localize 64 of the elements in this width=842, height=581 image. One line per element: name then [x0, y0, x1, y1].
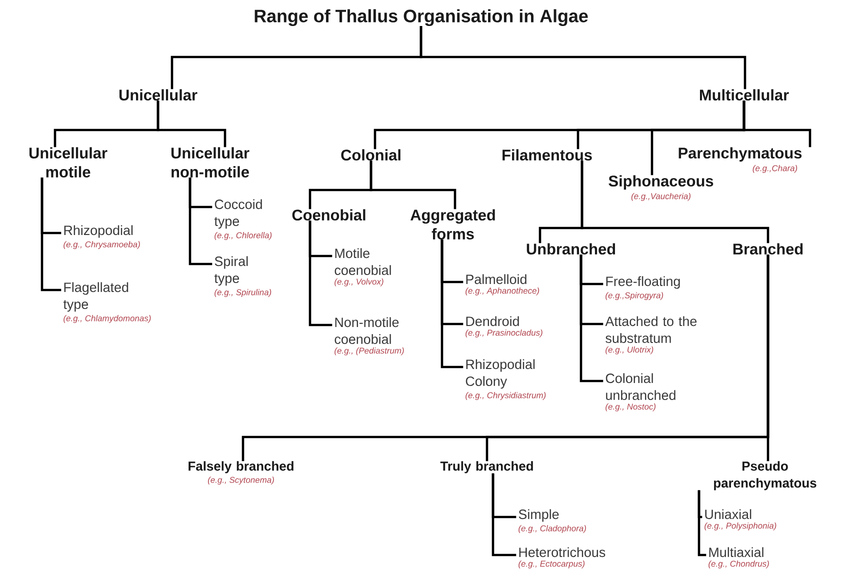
subtype-label: Uniaxial: [705, 509, 752, 520]
connector-line: [40, 178, 62, 292]
example-text: (e.g., Ectocarpus): [518, 560, 585, 568]
example-text: (e.g., Cladophora): [518, 525, 586, 534]
example-text: (e.g., Prasinocladus): [466, 329, 542, 338]
connector-line: [742, 100, 812, 148]
subtype-label: Free-floating: [606, 276, 680, 289]
connector-line: [580, 254, 604, 382]
example-text: (e.g., Volvox): [334, 278, 384, 286]
category-label: Filamentous: [502, 149, 592, 161]
example-text: (e.g., Chondrus): [708, 560, 769, 568]
category-label: Falsely branched: [188, 461, 294, 474]
example-text: (e.g., Chlorella): [214, 232, 272, 240]
subtype-label: Rhizopodial Colony: [466, 359, 535, 389]
category-label: Unicellular motile: [29, 147, 108, 178]
category-label: Multicellular: [700, 89, 789, 101]
subtype-label: Coccoid type: [214, 199, 262, 229]
connector-line: [420, 26, 746, 90]
category-label: Coenobial: [292, 209, 366, 221]
connector-line: [766, 254, 770, 462]
category-label: Parenchymatous: [678, 147, 802, 162]
subtype-label: Motile coenobial: [334, 248, 391, 275]
example-text: (e.g., Aphanothece): [466, 287, 540, 296]
subtype-label: Spiral type: [214, 256, 248, 286]
connector-line: [308, 220, 332, 326]
connector-line: [440, 240, 464, 368]
category-label: Siphonaceous: [608, 175, 714, 190]
subtype-label: Dendroid: [466, 316, 519, 326]
example-text: (e.g., Scytonema): [208, 476, 274, 485]
example-text: (e.g., Ulotrix): [606, 346, 654, 354]
category-label: Aggregated forms: [410, 209, 495, 240]
subtype-label: Multiaxial: [709, 547, 764, 558]
subtype-label: Attached to the substratum: [605, 316, 697, 343]
category-label: Unbranched: [526, 243, 616, 255]
subtype-label: Heterotrichous: [519, 547, 606, 558]
connector-line: [492, 473, 516, 556]
title-text: Range of Thallus Organisation in Algae: [254, 9, 588, 26]
example-text: (e.g., Nostoc): [606, 403, 656, 412]
category-label: Truly branched: [440, 461, 533, 474]
subtype-label: Rhizopodial: [64, 225, 133, 238]
example-text: (e.g., (Pediastrum): [334, 347, 404, 356]
example-text: (e.g.,Chara): [752, 164, 798, 173]
connector-line: [698, 490, 706, 556]
subtype-label: Colonial unbranched: [606, 373, 676, 400]
subtype-label: Palmelloid: [466, 274, 526, 284]
connector-line: [188, 178, 212, 266]
example-text: (e.g., Polysiphonia): [704, 522, 776, 530]
category-label: Unicellular: [119, 89, 198, 101]
connector-line: [156, 100, 226, 148]
example-text: (e.g., Chrysidiastrum): [466, 392, 546, 400]
example-text: (e.g., Spirulina): [214, 289, 272, 297]
subtype-label: Non-motile coenobial: [334, 317, 399, 344]
example-text: (e.g.,Vaucheria): [631, 192, 690, 201]
example-text: (e.g., Chlamydomonas): [64, 315, 151, 323]
category-label: Unicellular non-motile: [171, 147, 250, 178]
connector-line: [580, 160, 770, 244]
example-text: (e.g.,Spirogyra): [606, 292, 664, 300]
category-label: Branched: [733, 243, 803, 255]
subtype-label: Simple: [518, 509, 559, 522]
example-text: (e.g., Chrysamoeba): [64, 241, 140, 250]
subtype-label: Flagellated type: [63, 282, 128, 312]
connector-line: [370, 160, 456, 210]
category-label: Pseudo parenchymatous: [714, 461, 816, 490]
category-label: Colonial: [341, 149, 400, 161]
